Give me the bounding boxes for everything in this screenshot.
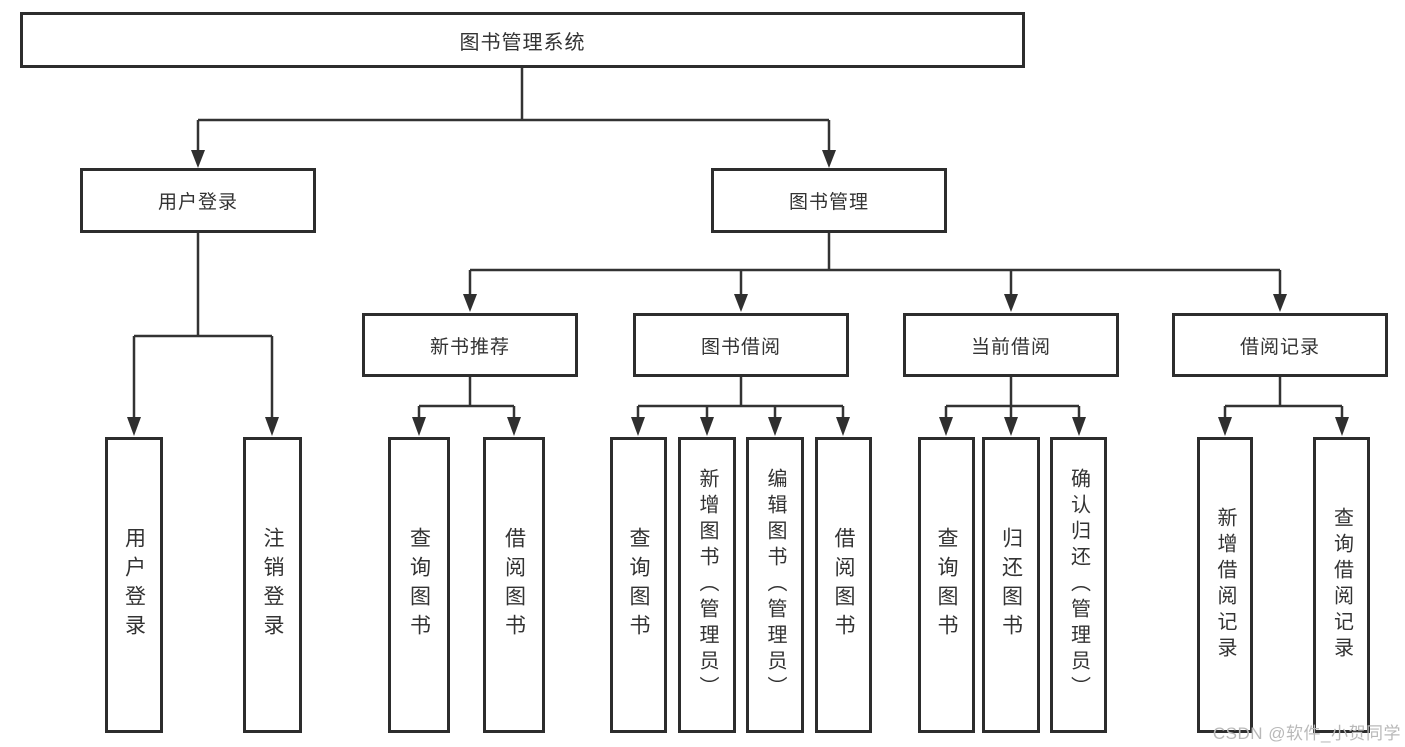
leaf-borrow-book-recommend: 借阅图书 <box>483 437 545 733</box>
node-root: 图书管理系统 <box>20 12 1025 68</box>
leaf-return-book: 归还图书 <box>982 437 1040 733</box>
node-book-management: 图书管理 <box>711 168 947 233</box>
csdn-watermark: CSDN @软件_小贺同学 <box>1212 724 1401 743</box>
node-book-borrow: 图书借阅 <box>633 313 849 377</box>
node-new-book-recommend: 新书推荐 <box>362 313 578 377</box>
node-borrow-record: 借阅记录 <box>1172 313 1388 377</box>
leaf-query-book-borrow: 查询图书 <box>610 437 667 733</box>
node-user-login: 用户登录 <box>80 168 316 233</box>
leaf-query-book-recommend: 查询图书 <box>388 437 450 733</box>
node-current-borrow: 当前借阅 <box>903 313 1119 377</box>
leaf-user-login: 用户登录 <box>105 437 163 733</box>
leaf-borrow-book: 借阅图书 <box>815 437 872 733</box>
leaf-logout: 注销登录 <box>243 437 302 733</box>
leaf-query-book-current: 查询图书 <box>918 437 975 733</box>
leaf-query-borrow-record: 查询借阅记录 <box>1313 437 1370 733</box>
leaf-edit-book-admin: 编辑图书（管理员） <box>746 437 804 733</box>
leaf-add-book-admin: 新增图书（管理员） <box>678 437 736 733</box>
leaf-confirm-return-admin: 确认归还（管理员） <box>1050 437 1107 733</box>
leaf-add-borrow-record: 新增借阅记录 <box>1197 437 1253 733</box>
